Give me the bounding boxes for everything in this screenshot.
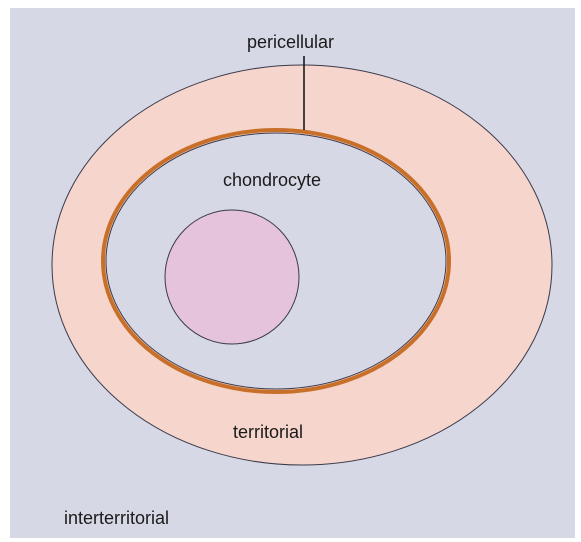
pericellular-label: pericellular	[247, 32, 334, 53]
territorial-label: territorial	[233, 422, 303, 443]
nucleus	[165, 210, 299, 344]
chondrocyte-label: chondrocyte	[223, 170, 321, 191]
interterritorial-label: interterritorial	[64, 508, 169, 529]
